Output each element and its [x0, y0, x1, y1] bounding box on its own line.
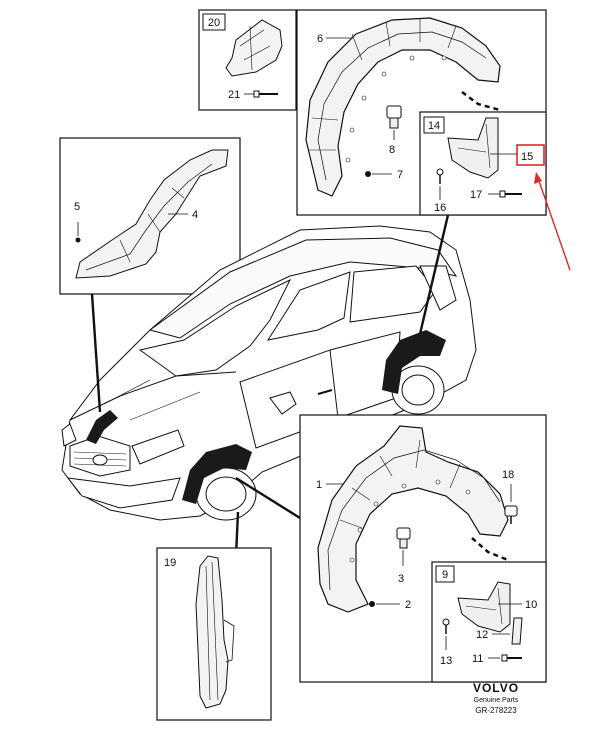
screw-11-icon [501, 654, 522, 662]
rear-arch-liner-highlight [382, 330, 446, 394]
screw-16-icon [436, 168, 444, 184]
callout-5: 5 [74, 201, 80, 213]
callout-13: 13 [440, 655, 452, 667]
car-illustration [61, 225, 477, 521]
callout-15: 15 [521, 151, 533, 163]
screw-18-icon [504, 505, 518, 524]
callout-12: 12 [476, 629, 488, 641]
push-clip-3-icon [396, 527, 411, 549]
panel-9: 9 10 13 12 11 [431, 561, 547, 683]
rear-wheel-arch-liner-part [305, 17, 501, 197]
leader-lines [90, 214, 450, 557]
rear-mudflap-part [447, 117, 499, 179]
callout-9: 9 [442, 569, 448, 581]
callout-20: 20 [208, 17, 220, 29]
callout-16: 16 [434, 202, 446, 214]
front-mudflap-part [457, 581, 511, 633]
splash-shield-part [225, 19, 283, 77]
front-shield-highlight [86, 410, 118, 444]
callout-1: 1 [316, 479, 322, 491]
callout-7: 7 [397, 169, 403, 181]
panel-20: 20 21 [198, 9, 297, 111]
panel-4: 5 4 [59, 137, 241, 295]
brand-logo: VOLVO [473, 681, 519, 695]
footer-logo: VOLVO Genuine Parts GR-278223 [473, 681, 519, 715]
panel-14: 14 16 17 15 [419, 111, 547, 216]
brand-subtitle: Genuine Parts [474, 697, 519, 704]
callout-10: 10 [525, 599, 537, 611]
callout-17: 17 [470, 189, 482, 201]
callout-14: 14 [428, 120, 440, 132]
front-splash-shield-part [75, 149, 229, 279]
callout-18: 18 [502, 469, 514, 481]
push-clip-8-icon [386, 105, 402, 129]
front-arch-liner-highlight [182, 444, 252, 504]
trim-strip-12-part [511, 617, 523, 645]
screw-5-icon [75, 237, 81, 243]
callout-19: 19 [164, 557, 176, 569]
screw-7-icon [365, 171, 371, 177]
callout-6: 6 [317, 33, 323, 45]
callout-21: 21 [228, 89, 240, 101]
panel-19: 19 [156, 547, 272, 721]
screw-2-icon [369, 601, 375, 607]
callout-2: 2 [405, 599, 411, 611]
sill-shield-part [195, 555, 229, 709]
callout-3: 3 [398, 573, 404, 585]
front-wheel-arch-liner-part [317, 425, 509, 613]
red-arrow-icon [534, 172, 571, 271]
callout-8: 8 [389, 144, 395, 156]
callout-11: 11 [472, 653, 483, 665]
diagram-code: GR-278223 [475, 706, 517, 715]
callout-4: 4 [192, 209, 198, 221]
screw-13-icon [442, 618, 450, 634]
red-highlight-box [516, 144, 545, 166]
